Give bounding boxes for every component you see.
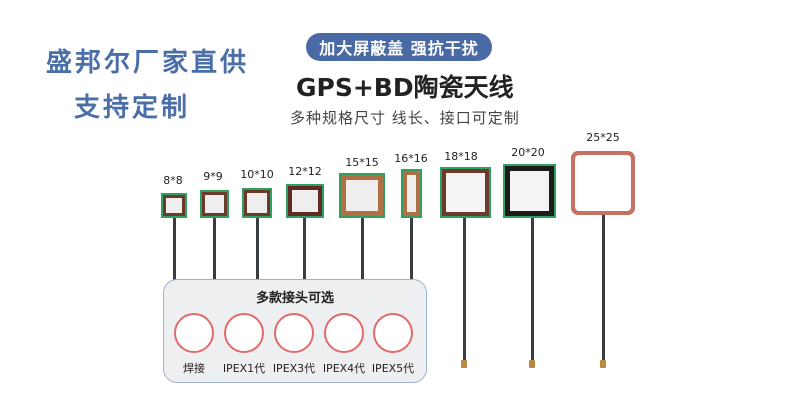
connector-label: IPEX3代 (272, 362, 316, 375)
antenna-15x15 (339, 173, 385, 218)
cable (361, 218, 364, 280)
antenna-label: 10*10 (240, 168, 274, 181)
antenna-12x12 (286, 184, 324, 218)
connector-options-panel: 多款接头可选 焊接 IPEX1代 IPEX3代 IPEX4代 IPEX5代 (163, 279, 427, 383)
ipex3-connector-icon (274, 313, 314, 353)
cable (463, 218, 466, 360)
page-subtitle: 多种规格尺寸 线长、接口可定制 (290, 109, 520, 127)
antenna-label: 9*9 (203, 170, 223, 183)
antenna-label: 8*8 (163, 174, 183, 187)
connector-label: 焊接 (183, 362, 205, 375)
solder-connector-icon (174, 313, 214, 353)
antenna-8x8 (161, 193, 187, 218)
cable (173, 218, 176, 280)
antenna-label: 16*16 (394, 152, 428, 165)
panel-title: 多款接头可选 (255, 291, 334, 306)
ipex5-connector-icon (373, 313, 413, 353)
cable (602, 215, 605, 360)
cable (410, 218, 413, 280)
antenna-9x9 (200, 190, 229, 218)
slogan-line-1: 盛邦尔厂家直供 (46, 48, 250, 78)
connector-label: IPEX5代 (371, 362, 415, 375)
cable (213, 218, 216, 280)
antenna-20x20 (503, 164, 556, 218)
ipex-connector-icon (529, 360, 535, 368)
antenna-18x18 (440, 167, 491, 218)
connector-label: IPEX1代 (222, 362, 266, 375)
ipex1-connector-icon (224, 313, 264, 353)
antenna-10x10 (242, 188, 272, 218)
connector-label: IPEX4代 (322, 362, 366, 375)
ipex-connector-icon (461, 360, 467, 368)
ipex-connector-icon (600, 360, 606, 368)
antenna-16x16 (401, 169, 422, 218)
antenna-label: 12*12 (288, 165, 322, 178)
cable (256, 218, 259, 280)
antenna-label: 25*25 (586, 131, 620, 144)
antenna-25x25 (571, 151, 635, 215)
page-title: GPS+BD陶瓷天线 (296, 73, 514, 102)
antenna-label: 15*15 (345, 156, 379, 169)
cable (531, 218, 534, 360)
cable (303, 218, 306, 280)
feature-badge: 加大屏蔽盖 强抗干扰 (306, 33, 492, 61)
ipex4-connector-icon (324, 313, 364, 353)
slogan-line-2: 支持定制 (74, 93, 191, 123)
antenna-label: 18*18 (444, 150, 478, 163)
antenna-label: 20*20 (511, 146, 545, 159)
